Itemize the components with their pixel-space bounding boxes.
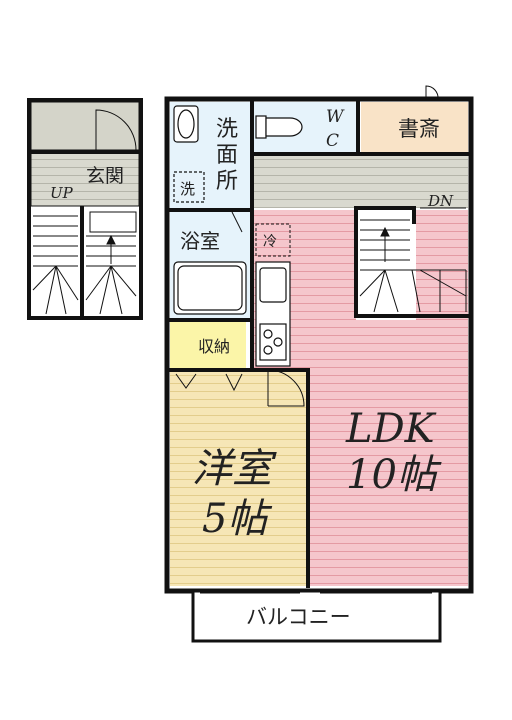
washer-label: 洗 <box>180 180 195 198</box>
bath-label: 浴室 <box>180 229 220 253</box>
bathtub-icon <box>173 261 247 315</box>
toilet-icon <box>255 115 303 139</box>
dn-label: DN <box>427 192 454 210</box>
stair-left <box>32 215 79 315</box>
doors <box>175 85 439 407</box>
up-label: UP <box>50 184 74 202</box>
western-room-size: 5帖 <box>202 496 272 542</box>
fridge-icon <box>255 223 291 257</box>
fridge-label: 冷 <box>263 234 277 250</box>
storage-label: 収納 <box>198 337 230 356</box>
balcony-label: バルコニー <box>246 605 351 629</box>
ldk-size: 10帖 <box>346 452 442 498</box>
interior-walls <box>168 99 470 588</box>
entrance-floor: 玄関 UP <box>27 98 143 320</box>
kitchen-counter <box>255 261 291 367</box>
stair-main <box>359 207 467 313</box>
stair-right <box>85 211 137 315</box>
hallway <box>252 156 468 208</box>
wc-label: W C <box>326 107 349 151</box>
washroom-label: 洗 面 所 <box>216 117 245 194</box>
entrance-label: 玄関 <box>86 165 124 187</box>
balcony <box>191 589 442 643</box>
western-room-name: 洋室 <box>192 446 277 492</box>
study-label: 書斎 <box>398 117 440 141</box>
study-room <box>361 102 468 152</box>
washroom-fixtures <box>173 105 205 203</box>
storage-room <box>170 322 246 370</box>
ldk-name: LDK <box>345 406 437 452</box>
western-room <box>170 372 308 586</box>
stairwell <box>356 208 416 320</box>
